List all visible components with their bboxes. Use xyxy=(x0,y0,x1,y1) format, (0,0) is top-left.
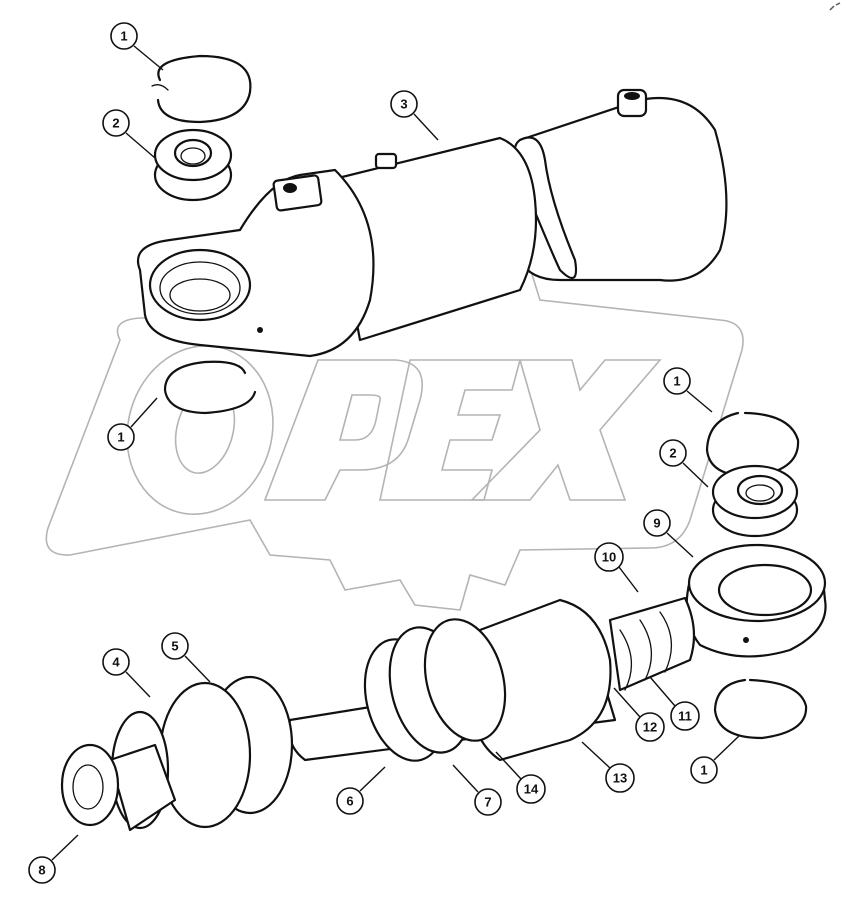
callout-1-top: 1 xyxy=(110,22,138,50)
svg-text:11: 11 xyxy=(678,709,692,724)
seal-bearing-right xyxy=(711,464,799,538)
callout-13: 13 xyxy=(605,763,635,793)
gland-nut-assembly xyxy=(60,675,294,832)
callout-12: 12 xyxy=(635,712,665,742)
corner-mark xyxy=(829,2,841,11)
callout-11: 11 xyxy=(670,701,700,731)
callout-9: 9 xyxy=(643,509,671,537)
svg-text:1: 1 xyxy=(117,430,124,445)
svg-text:12: 12 xyxy=(643,720,657,735)
svg-text:2: 2 xyxy=(669,446,676,461)
svg-text:14: 14 xyxy=(524,782,539,797)
callout-6: 6 xyxy=(336,787,364,815)
seal-bearing-top xyxy=(153,128,233,202)
svg-text:10: 10 xyxy=(602,550,616,565)
svg-text:4: 4 xyxy=(112,655,120,670)
svg-text:9: 9 xyxy=(653,516,660,531)
svg-text:5: 5 xyxy=(171,639,178,654)
svg-text:8: 8 xyxy=(38,863,45,878)
callout-5: 5 xyxy=(161,632,189,660)
svg-text:6: 6 xyxy=(346,794,353,809)
rod-eye xyxy=(685,543,827,658)
piston-rings xyxy=(363,618,507,762)
callout-10: 10 xyxy=(594,542,624,572)
svg-text:3: 3 xyxy=(400,97,407,112)
callout-8: 8 xyxy=(28,856,56,884)
svg-text:2: 2 xyxy=(112,116,119,131)
snap-ring-bottom-right xyxy=(713,678,808,740)
svg-text:7: 7 xyxy=(484,795,491,810)
cylinder-barrel xyxy=(137,88,728,358)
callout-4: 4 xyxy=(102,648,130,676)
svg-text:1: 1 xyxy=(673,374,680,389)
callout-7: 7 xyxy=(474,788,502,816)
callout-1-bottom: 1 xyxy=(690,756,718,784)
callout-3: 3 xyxy=(390,90,418,118)
callout-2-right: 2 xyxy=(659,439,687,467)
callout-2-top: 2 xyxy=(102,109,130,137)
snap-ring-top xyxy=(151,54,252,124)
svg-text:1: 1 xyxy=(700,763,707,778)
callout-14: 14 xyxy=(516,774,546,804)
callout-1-right: 1 xyxy=(663,367,691,395)
svg-text:1: 1 xyxy=(120,29,127,44)
callout-1-left: 1 xyxy=(107,423,135,451)
svg-text:13: 13 xyxy=(613,771,627,786)
leader-lines xyxy=(51,45,741,861)
snap-ring-left xyxy=(163,360,257,415)
